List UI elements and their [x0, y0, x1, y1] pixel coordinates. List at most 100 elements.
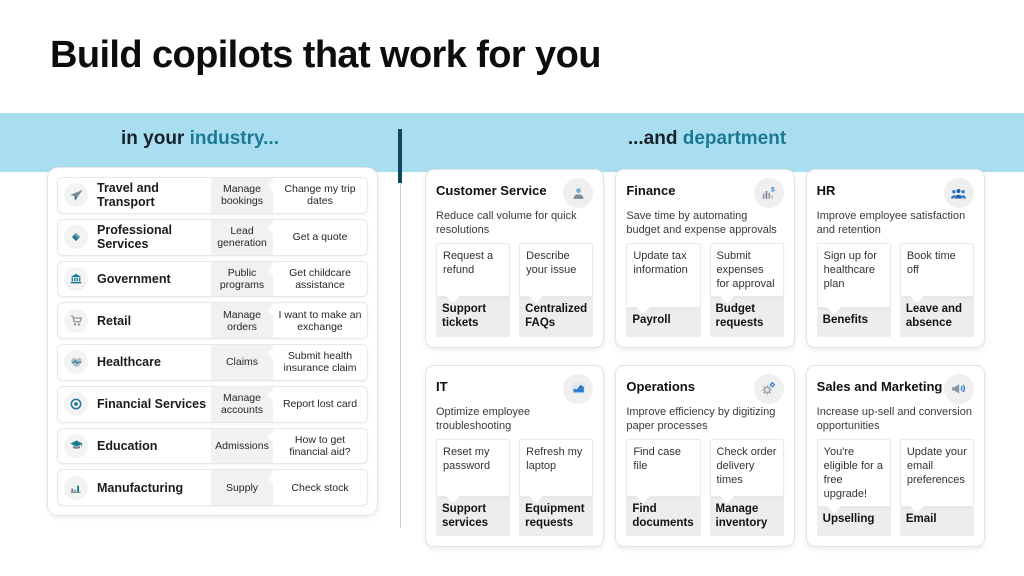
department-description: Improve efficiency by digitizing paper p…: [626, 405, 776, 433]
bar-chart-icon: [64, 475, 88, 500]
department-description: Save time by automating budget and expen…: [626, 210, 777, 237]
department-capabilities: You're eligible for a free upgrade!Upsel…: [816, 439, 974, 537]
department-card-header: Finance $: [626, 178, 784, 208]
department-card[interactable]: Finance $ Save time by automating budget a…: [615, 169, 795, 348]
capability-label: Manage inventory: [709, 496, 784, 537]
industry-prompt-chip[interactable]: Manage orders: [211, 303, 273, 338]
sample-prompt-text: Reset my password: [443, 446, 491, 473]
industry-prompt-chip[interactable]: Admissions: [211, 428, 273, 464]
capability-label: Budget requests: [709, 297, 784, 337]
industry-name: Financial Services: [97, 397, 207, 412]
sample-prompt-text: Book time off: [906, 250, 956, 277]
industry-prompt-chip[interactable]: Check stock: [273, 470, 367, 505]
industry-prompt-chip[interactable]: How to get financial aid?: [273, 428, 367, 464]
capability-column: You're eligible for a free upgrade!Upsel…: [816, 439, 891, 537]
coin-icon: [64, 392, 88, 417]
industry-heading-plain: in your: [120, 128, 190, 149]
industry-prompt-chip[interactable]: Report lost card: [273, 386, 367, 422]
sample-prompt-bubble[interactable]: Reset my password: [436, 439, 511, 503]
industry-prompt-chip[interactable]: Change my trip dates: [273, 178, 367, 213]
sample-prompt-bubble[interactable]: Update your email preferences: [899, 439, 974, 514]
svg-text:$: $: [771, 186, 775, 193]
capability-label: Benefits: [816, 307, 891, 337]
sample-prompt-bubble[interactable]: Sign up for healthcare plan: [816, 243, 891, 315]
industry-prompt-chip[interactable]: Get childcare assistance: [273, 261, 367, 297]
industry-prompt-chip[interactable]: Get a quote: [273, 219, 367, 255]
sample-prompt-bubble[interactable]: Check order delivery times: [709, 439, 784, 503]
industry-prompt-chip[interactable]: Manage accounts: [211, 386, 273, 422]
industry-prompt-chip[interactable]: Lead generation: [211, 219, 273, 255]
capability-label: Find documents: [626, 496, 701, 537]
department-title: Finance: [626, 183, 676, 198]
sample-prompt-text: Refresh my laptop: [526, 446, 583, 473]
airplane-icon: [64, 183, 88, 208]
industry-name: Education: [97, 438, 158, 453]
industry-prompt-chip[interactable]: Manage bookings: [211, 178, 273, 213]
sample-prompt-bubble[interactable]: Refresh my laptop: [519, 439, 594, 503]
cart-icon: [64, 308, 88, 333]
section-divider-accent: [398, 129, 402, 183]
department-title: Sales and Marketing: [816, 378, 943, 394]
sample-prompt-text: You're eligible for a free upgrade!: [823, 446, 883, 501]
industry-prompt-chip[interactable]: Public programs: [211, 261, 273, 297]
capability-label: Payroll: [626, 307, 701, 337]
diamond-icon: [64, 225, 88, 250]
page-title: Build copilots that work for you: [50, 34, 601, 76]
section-divider-line: [400, 183, 401, 528]
sample-prompt-bubble[interactable]: Submit expenses for approval: [709, 243, 784, 304]
industry-prompt-chip[interactable]: I want to make an exchange: [273, 303, 367, 338]
department-description: Reduce call volume for quick resolutions: [436, 210, 577, 237]
department-heading-plain: ...and: [627, 128, 683, 149]
department-title: Customer Service: [436, 183, 547, 198]
sample-prompt-bubble[interactable]: Describe your issue: [519, 243, 594, 304]
sample-prompt-bubble[interactable]: Book time off: [899, 243, 974, 304]
department-card-header: Sales and Marketing: [816, 373, 974, 404]
person-icon: [563, 178, 594, 208]
department-description: Optimize employee troubleshooting: [436, 405, 531, 433]
department-title: Operations: [626, 378, 695, 394]
industry-name: Manufacturing: [97, 480, 184, 495]
industry-name: Government: [97, 271, 171, 286]
people-icon: [943, 178, 974, 208]
industry-name: Healthcare: [97, 355, 161, 370]
sample-prompt-bubble[interactable]: You're eligible for a free upgrade!: [816, 439, 891, 514]
sample-prompt-text: Submit expenses for approval: [716, 250, 775, 291]
industry-prompt-chip[interactable]: Submit health insurance claim: [273, 345, 367, 380]
industry-name: Travel and Transport: [97, 181, 159, 210]
sample-prompt-bubble[interactable]: Find case file: [626, 439, 701, 503]
sample-prompt-bubble[interactable]: Update tax information: [626, 243, 701, 315]
department-description: Increase up-sell and conversion opportun…: [816, 405, 972, 433]
sample-prompt-bubble[interactable]: Request a refund: [436, 243, 511, 304]
industry-prompt-chip[interactable]: Claims: [211, 345, 273, 380]
department-card-header: Operations: [626, 373, 784, 404]
industry-prompt-chip[interactable]: Supply: [211, 470, 273, 505]
